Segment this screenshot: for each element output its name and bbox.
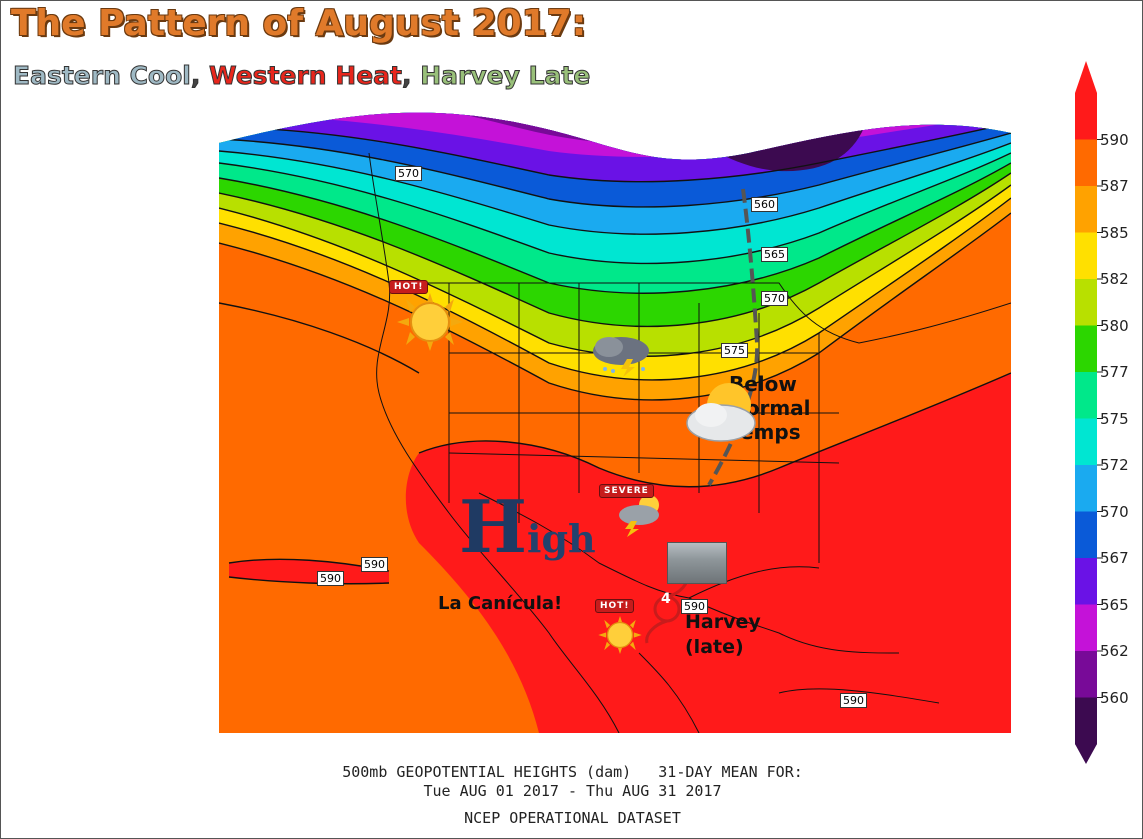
thunderstorm-icon [593,337,649,377]
severe-storm-icon [619,495,659,537]
contour-label: 570 [761,291,788,306]
subtitle-separator: , [190,61,210,91]
colorbar-label: 560 [1100,688,1129,707]
colorbar-label: 590 [1100,130,1129,149]
contour-label: 560 [751,197,778,212]
hot-badge: HOT! [595,599,635,613]
contour-lines [219,122,1011,585]
colorbar-label: 587 [1100,177,1129,195]
contour-label: 590 [361,557,388,572]
harvey-label: Harvey (late) [685,610,761,659]
contour-label: 590 [317,571,344,586]
colorbar-label: 580 [1100,316,1129,335]
colorbar-label: 577 [1100,363,1129,381]
contour-label: 575 [721,343,748,358]
harvey-line: (late) [685,635,744,658]
colorbar-label: 575 [1100,409,1129,428]
high-pressure-label: High [459,491,596,563]
colorbar-label: 582 [1100,270,1129,288]
contour-label: 565 [761,247,788,262]
colorbar-segment [1075,465,1097,512]
high-rest: igh [527,516,596,561]
colorbar-segment [1075,511,1097,559]
la-canicula-label: La Canícula! [438,593,563,614]
hurricane-category: 4 [661,591,671,607]
sun-cloud-icon [686,383,756,442]
harvey-photo [667,542,727,584]
harvey-line: Harvey [685,611,761,633]
colorbar-segment [1075,697,1097,745]
subtitle-harvey-late: Harvey Late [420,61,591,91]
sun-icon [397,293,463,351]
colorbar-segment [1075,279,1097,326]
colorbar-segment [1075,186,1097,233]
page-subtitle: Eastern Cool, Western Heat, Harvey Late [13,61,591,91]
sun-icon [598,615,642,655]
colorbar-top-arrow [1075,61,1097,93]
colorbar-segment [1075,232,1097,280]
colorbar-label: 562 [1100,642,1129,660]
colorbar-label: 585 [1100,223,1129,242]
hurricane-symbol [645,574,689,644]
colorbar-segment [1075,325,1097,373]
colorbar-segment [1075,604,1097,652]
political-boundaries [368,152,1011,733]
colorbar-label: 565 [1100,595,1129,614]
footer-line-1: 500mb GEOPOTENTIAL HEIGHTS (dam) 31-DAY … [342,763,803,781]
colorbar-segment [1075,558,1097,605]
contour-label: 590 [840,693,867,708]
severe-badge: SEVERE [599,484,654,498]
colorbar-segment [1075,651,1097,698]
footer-line-2: Tue AUG 01 2017 - Thu AUG 31 2017 [423,782,722,800]
subtitle-western-heat: Western Heat [209,61,403,91]
colorbar-segment [1075,372,1097,419]
colorbar-label: 572 [1100,456,1129,474]
subtitle-separator: , [402,61,421,91]
high-letter: H [459,484,528,569]
contour-label: 590 [681,599,708,614]
page-title: The Pattern of August 2017: [11,3,587,44]
footer-line-3: NCEP OPERATIONAL DATASET [464,809,681,827]
color-scale-bar [1075,61,1103,764]
colorbar-segment [1075,139,1097,187]
subtitle-eastern-cool: Eastern Cool [13,61,192,91]
colorbar-bottom-arrow [1075,744,1097,764]
colorbar-segment [1075,418,1097,466]
colorbar-label: 570 [1100,502,1129,521]
colorbar-segment [1075,93,1097,140]
contour-label: 570 [395,166,422,181]
height-contour-map [219,112,1011,733]
colorbar-label: 567 [1100,549,1129,567]
hot-badge: HOT! [389,280,429,294]
